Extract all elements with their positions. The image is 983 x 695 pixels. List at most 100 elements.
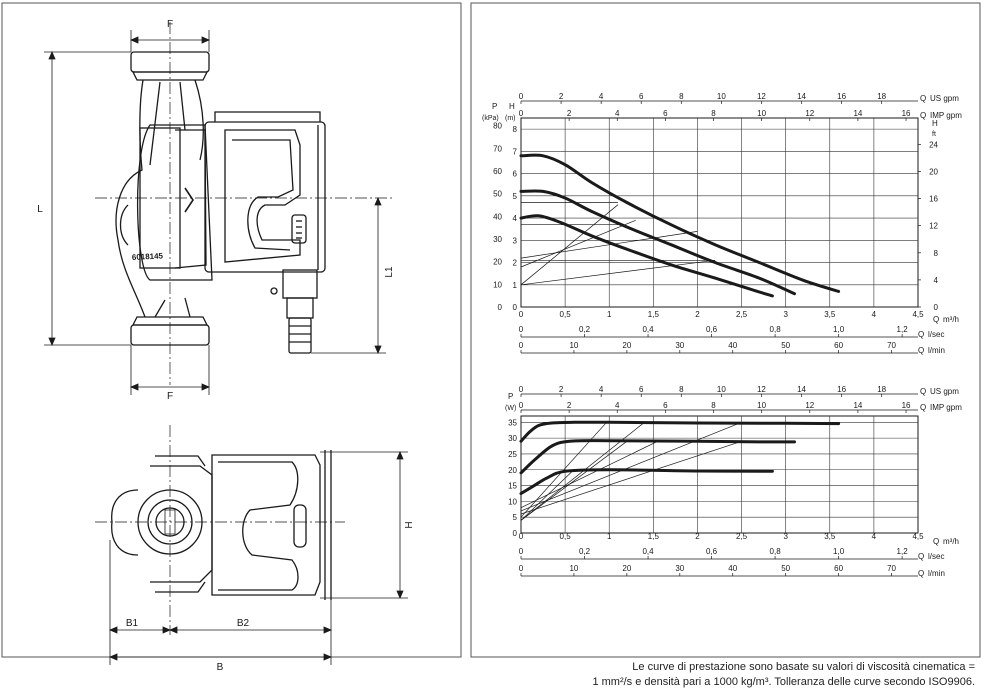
x-tick-label: 30 xyxy=(675,341,684,350)
pressure-tick-label: 40 xyxy=(493,212,502,221)
ft-tick-label: 20 xyxy=(929,167,938,176)
power-chart-setting-lines xyxy=(520,421,742,521)
dim-f-bottom: F xyxy=(167,391,173,402)
x-tick-label: 3,5 xyxy=(824,532,836,541)
x-tick-label: 2 xyxy=(695,310,700,319)
setting-line xyxy=(520,441,628,521)
x-tick-label: 18 xyxy=(877,92,886,101)
x-tick-label: 0 xyxy=(519,564,524,573)
x-tick-label: 2 xyxy=(559,385,564,394)
x-tick-label: 1,0 xyxy=(833,325,845,334)
side-dimensions xyxy=(108,450,408,665)
x-tick-label: 0 xyxy=(519,401,524,410)
head-chart-h-unit: (m) xyxy=(505,115,516,122)
power-chart-x3-symbol: Q xyxy=(918,552,924,561)
head-chart-hft-symbol: H xyxy=(932,119,938,128)
dim-b2: B2 xyxy=(237,618,250,629)
x-tick-label: 0,8 xyxy=(770,547,782,556)
setting-line xyxy=(520,421,742,512)
x-tick-label: 14 xyxy=(797,385,806,394)
dim-h: H xyxy=(404,521,415,528)
head-chart-x0-unit: US gpm xyxy=(930,94,959,103)
head-chart-x3-unit: l/sec xyxy=(928,330,944,339)
x-tick-label: 1 xyxy=(607,310,612,319)
head-chart-x0-symbol: Q xyxy=(920,94,926,103)
power-chart-series xyxy=(519,420,841,495)
performance-curve xyxy=(519,468,774,495)
head-tick-label: 4 xyxy=(513,214,518,223)
x-tick-label: 0 xyxy=(519,109,524,118)
x-tick-label: 1,2 xyxy=(897,547,909,556)
setting-line xyxy=(520,231,698,259)
x-tick-label: 0,8 xyxy=(770,325,782,334)
x-tick-label: 6 xyxy=(663,401,668,410)
setting-line xyxy=(520,204,619,286)
x-tick-label: 4 xyxy=(615,109,620,118)
x-tick-label: 50 xyxy=(781,341,790,350)
power-chart-x4-unit: l/min xyxy=(928,569,945,578)
power-tick-label: 35 xyxy=(508,418,517,427)
x-tick-label: 1,5 xyxy=(648,532,660,541)
x-tick-label: 10 xyxy=(717,92,726,101)
performance-curve xyxy=(519,214,774,298)
pump-front-view xyxy=(95,22,395,385)
head-chart-x1-symbol: Q xyxy=(920,111,926,120)
x-tick-label: 12 xyxy=(805,401,814,410)
pressure-tick-label: 10 xyxy=(493,280,502,289)
head-tick-label: 1 xyxy=(513,281,518,290)
dim-l: L xyxy=(37,204,43,215)
x-tick-label: 0 xyxy=(519,385,524,394)
ft-tick-label: 16 xyxy=(929,195,938,204)
x-tick-label: 0,5 xyxy=(560,310,572,319)
pressure-tick-label: 60 xyxy=(493,167,502,176)
power-chart-x0-unit: US gpm xyxy=(930,387,959,396)
x-tick-label: 40 xyxy=(728,564,737,573)
drawing-panel xyxy=(1,2,462,658)
power-tick-label: 10 xyxy=(508,497,517,506)
pump-side-view xyxy=(95,425,345,635)
head-chart-h-symbol: H xyxy=(509,102,515,111)
power-tick-label: 25 xyxy=(508,450,517,459)
footnote: Le curve di prestazione sono basate su v… xyxy=(555,660,975,690)
head-chart-x4-symbol: Q xyxy=(918,346,924,355)
setting-line xyxy=(520,422,607,518)
ft-tick-label: 4 xyxy=(934,276,939,285)
x-tick-label: 4 xyxy=(872,532,877,541)
x-tick-label: 2 xyxy=(567,401,572,410)
power-tick-label: 0 xyxy=(513,529,518,538)
x-tick-label: 70 xyxy=(887,341,896,350)
x-tick-label: 4,5 xyxy=(912,310,924,319)
power-chart-x1-symbol: Q xyxy=(920,403,926,412)
x-tick-label: 50 xyxy=(781,564,790,573)
x-tick-label: 3 xyxy=(783,532,788,541)
power-tick-label: 5 xyxy=(513,513,518,522)
x-tick-label: 20 xyxy=(622,564,631,573)
x-tick-label: 1,2 xyxy=(897,325,909,334)
x-tick-label: 10 xyxy=(757,401,766,410)
head-tick-label: 8 xyxy=(513,125,518,134)
dim-f-top: F xyxy=(167,19,173,30)
x-tick-label: 12 xyxy=(757,385,766,394)
x-tick-label: 14 xyxy=(853,401,862,410)
x-tick-label: 8 xyxy=(711,401,716,410)
x-tick-label: 60 xyxy=(834,564,843,573)
pressure-tick-label: 20 xyxy=(493,258,502,267)
x-tick-label: 2 xyxy=(559,92,564,101)
head-chart-x2-symbol: Q xyxy=(933,315,939,324)
performance-curve xyxy=(519,189,796,296)
head-chart-x4-unit: l/min xyxy=(928,346,945,355)
x-tick-label: 0 xyxy=(519,547,524,556)
ft-tick-label: 8 xyxy=(934,249,939,258)
x-tick-label: 30 xyxy=(675,564,684,573)
setting-line xyxy=(520,440,658,509)
head-chart-series xyxy=(519,153,841,298)
dim-l1: L1 xyxy=(384,266,395,278)
x-tick-label: 6 xyxy=(639,385,644,394)
x-tick-label: 8 xyxy=(679,385,684,394)
ft-tick-label: 24 xyxy=(929,140,938,149)
x-tick-label: 0 xyxy=(519,310,524,319)
x-tick-label: 16 xyxy=(902,109,911,118)
x-tick-label: 16 xyxy=(902,401,911,410)
